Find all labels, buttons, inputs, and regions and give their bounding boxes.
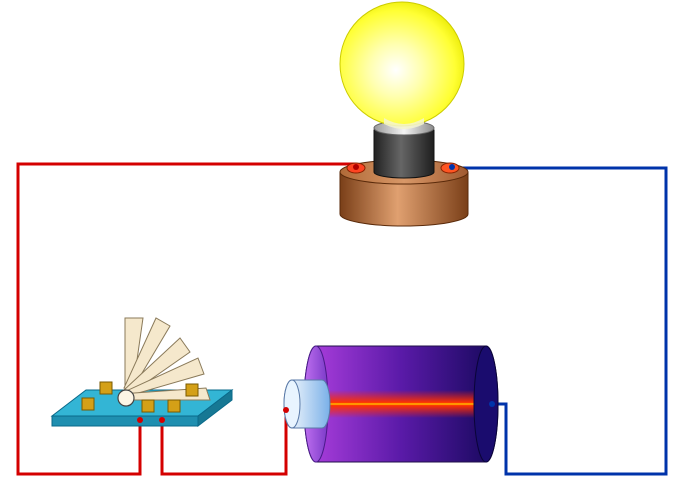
lamp-base xyxy=(339,171,469,227)
switch-contact-5 xyxy=(185,383,199,397)
switch-terminal-left xyxy=(137,417,143,423)
battery-assembly xyxy=(283,345,499,463)
blue-wire xyxy=(450,166,668,476)
red-wire-switch-to-bulb xyxy=(16,162,356,476)
blue-wire-bulb-to-battery xyxy=(450,166,668,476)
battery-band xyxy=(316,390,486,418)
bulb-socket xyxy=(373,129,435,179)
switch-contacts xyxy=(81,381,199,413)
red-wire-switch-to-battery xyxy=(160,410,288,476)
bulb-terminal-right-dot xyxy=(449,164,455,170)
switch-contact-1 xyxy=(81,397,95,411)
switch-blades xyxy=(119,317,211,401)
switch-terminal-right xyxy=(159,417,165,423)
red-wire xyxy=(16,162,356,476)
bulb-terminal-left-dot xyxy=(353,164,359,170)
bulb-neck xyxy=(384,118,424,129)
switch-contact-3 xyxy=(141,399,155,413)
switch-board-side xyxy=(197,388,233,428)
battery-end-cap xyxy=(473,345,499,463)
switch-board-front xyxy=(51,415,199,427)
switch-contact-4 xyxy=(167,399,181,413)
battery-terminal-positive xyxy=(283,407,289,413)
battery-terminal-face xyxy=(283,379,301,429)
switch-assembly xyxy=(50,317,234,428)
bulb-glass xyxy=(339,1,465,127)
lamp-assembly xyxy=(339,1,469,227)
battery-terminal-negative xyxy=(489,401,495,407)
switch-contact-2 xyxy=(99,381,113,395)
switch-hinge xyxy=(117,389,135,407)
